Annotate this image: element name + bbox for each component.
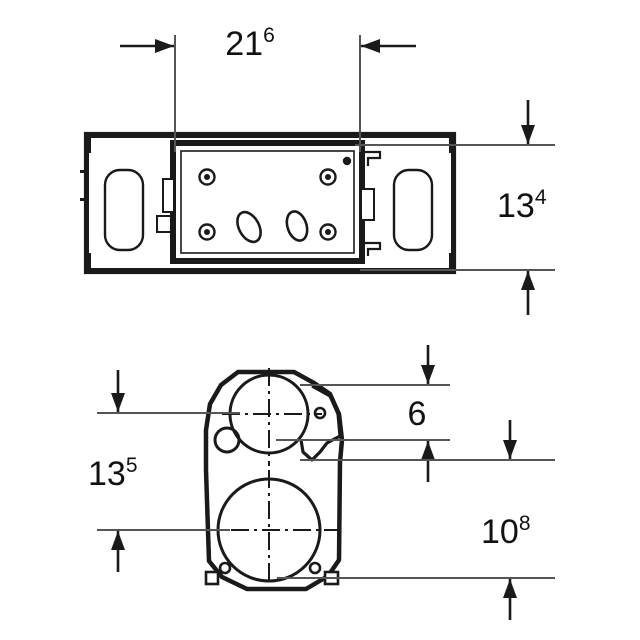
plate-tab-right-middle	[360, 188, 375, 221]
front-offset-value: 6	[408, 395, 427, 433]
front-view-right-lobe	[299, 384, 342, 462]
oval-aperture-right	[285, 210, 309, 242]
front-height-dimension-label: 135	[88, 454, 138, 493]
front-view-group: 135 6 108	[88, 345, 555, 620]
frame-left-web	[86, 153, 89, 253]
top-width-value: 21	[225, 25, 263, 63]
top-height-value: 13	[497, 187, 535, 225]
plate-index-dot	[342, 156, 352, 166]
front-lower-superscript: 8	[519, 512, 531, 535]
top-height-dimension-label: 134	[497, 186, 547, 225]
frame-right-top-post	[449, 133, 456, 153]
top-width-superscript: 6	[263, 24, 275, 47]
plate-bracket-right-upper	[362, 150, 382, 166]
frame-top-rail	[88, 133, 452, 138]
front-height-dimension-group: 135	[88, 370, 240, 572]
front-height-value: 13	[88, 455, 126, 493]
bottom-left-small-hole	[218, 561, 232, 575]
frame-left-notch-upper	[80, 170, 87, 173]
screw-hole-top-left-core	[204, 174, 210, 180]
screw-hole-top-right-core	[325, 174, 331, 180]
right-oblong-slot	[392, 168, 434, 252]
frame-right-web	[451, 153, 454, 253]
top-view-group: 216 134	[80, 24, 555, 315]
foot-left	[204, 570, 220, 586]
front-height-superscript: 5	[126, 454, 138, 477]
plate-screw-holes	[198, 168, 337, 241]
screw-hole-bottom-left-core	[204, 229, 210, 235]
left-small-bore	[213, 426, 241, 454]
plate-tab-left-lower	[156, 215, 172, 233]
top-width-dimension-label: 216	[225, 24, 275, 63]
oval-aperture-left	[236, 210, 262, 244]
front-offset-dimension-group: 6	[276, 345, 450, 482]
screw-hole-bottom-right-core	[325, 229, 331, 235]
plate-tab-left-upper	[162, 178, 175, 213]
top-width-dimension-group: 216	[120, 24, 416, 152]
frame-right-bottom-post	[449, 253, 456, 273]
front-offset-dimension-label: 6	[408, 395, 427, 433]
plate-bracket-right-lower	[362, 241, 382, 256]
frame-left-notch-lower	[80, 198, 87, 201]
frame-left-bottom-post	[84, 253, 91, 273]
center-plate-inner-outline	[180, 150, 355, 254]
bottom-right-small-hole	[308, 561, 322, 575]
top-view-center-plate	[156, 140, 382, 264]
left-oblong-slot	[103, 168, 145, 252]
center-plate-outline	[170, 140, 365, 264]
front-lower-dimension-label: 108	[481, 512, 531, 551]
top-height-superscript: 4	[535, 186, 547, 209]
frame-bottom-rail	[88, 268, 452, 273]
frame-left-top-post	[84, 133, 91, 153]
top-height-dimension-group: 134	[355, 100, 555, 315]
front-lower-value: 10	[481, 513, 519, 551]
front-lower-dimension-group: 108	[277, 420, 555, 620]
